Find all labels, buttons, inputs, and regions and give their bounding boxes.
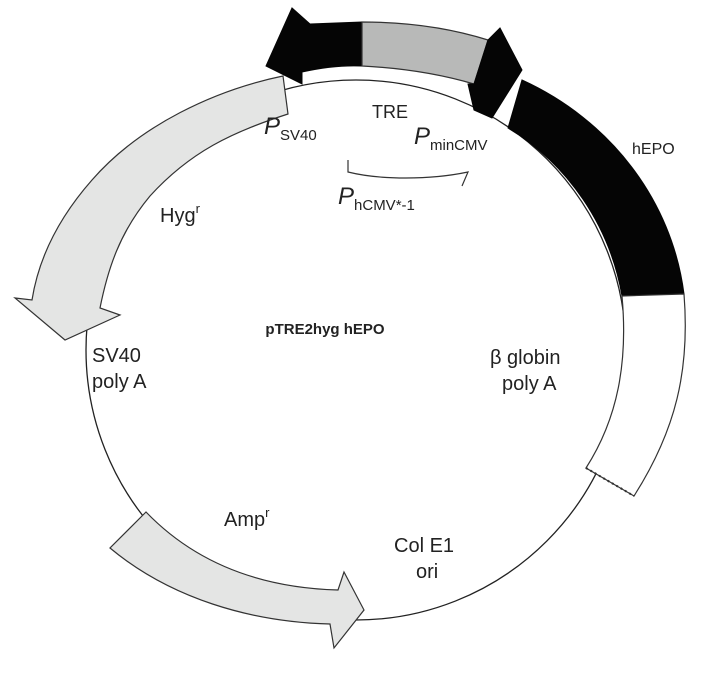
amp-label: Ampr [224,505,270,531]
amp-resistance-arrow [109,511,365,650]
beta-globin-label-line2: poly A [502,373,557,395]
tre-element [361,21,489,85]
plasmid-name: pTRE2hyg hEPO [265,321,385,338]
hyg-label-sup: r [196,201,201,216]
sv40-polya-label-line2: poly A [92,371,147,393]
cole1-label-line1: Col E1 [394,535,454,557]
pmincmv-label-p: P [414,123,430,150]
beta-globin-label-line1: β globin [490,347,560,369]
amp-label-sup: r [265,505,270,520]
tre-label: TRE [372,102,408,122]
phcmv-bracket [347,160,470,187]
phcmv-label: PhCMV*-1 [338,183,415,214]
pmincmv-label-sub: minCMV [430,137,488,154]
hyg-label: Hygr [160,201,201,227]
psv40-label-sub: SV40 [280,127,317,144]
cole1-label-line2: ori [416,561,438,583]
pmincmv-label: PminCMV [414,123,488,154]
beta-globin-polya-segment [585,293,686,497]
hyg-label-text: Hyg [160,205,196,227]
psv40-label: PSV40 [264,113,317,144]
phcmv-label-p: P [338,183,354,210]
pmincmv-promoter-arrow [467,27,523,119]
beta-globin-polya-dotted-edge [585,467,635,497]
psv40-label-p: P [264,113,280,140]
phcmv-label-sub: hCMV*-1 [354,197,415,214]
hepo-gene [507,79,685,297]
amp-label-text: Amp [224,509,265,531]
sv40-polya-label-line1: SV40 [92,345,141,367]
hepo-label: hEPO [632,141,675,158]
psv40-promoter-arrow [265,7,363,85]
hyg-resistance-arrow [13,75,289,341]
